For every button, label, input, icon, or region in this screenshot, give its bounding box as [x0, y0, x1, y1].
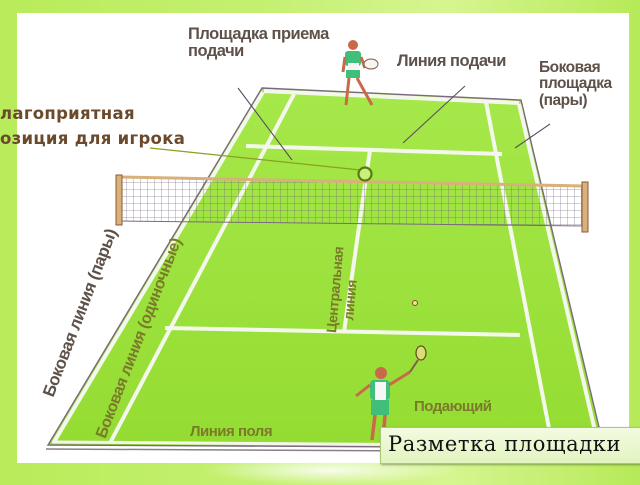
doubles-alley-label-line2: площадка: [539, 75, 612, 93]
tennis-court-diagram: Площадка приема подачи Линия подачи Боко…: [17, 13, 629, 463]
slide-caption-text: Разметка площадки: [388, 432, 622, 456]
doubles-alley-label-line3: (пары): [539, 91, 588, 109]
position-marker-icon: [357, 166, 373, 182]
label-pointers: [237, 85, 551, 161]
ball-icon: [412, 300, 418, 306]
receiving-area-label: Площадка приема подачи: [188, 25, 329, 61]
slide-caption: Разметка площадки: [380, 427, 640, 464]
server-label: Подающий: [414, 398, 492, 415]
favorable-position-note-line1: лагоприятная: [0, 104, 135, 123]
receiving-area-label-line2: подачи: [188, 42, 244, 61]
receiver-player-icon: [341, 40, 379, 106]
court-drawing: [45, 40, 607, 453]
position-pointer: [149, 147, 361, 171]
favorable-position-note-line2: озиция для игрока: [0, 129, 186, 148]
net: [115, 174, 589, 233]
receiving-area-label-line1: Площадка приема: [188, 25, 329, 43]
server-player-icon: [355, 345, 427, 441]
doubles-alley-label-line1: Боковая: [539, 59, 601, 76]
service-line-label: Линия подачи: [397, 52, 506, 70]
favorable-position-note: лагоприятная озиция для игрока: [0, 101, 185, 151]
baseline-label: Линия поля: [190, 423, 273, 440]
doubles-alley-label: Боковая площадка (пары): [539, 59, 612, 109]
